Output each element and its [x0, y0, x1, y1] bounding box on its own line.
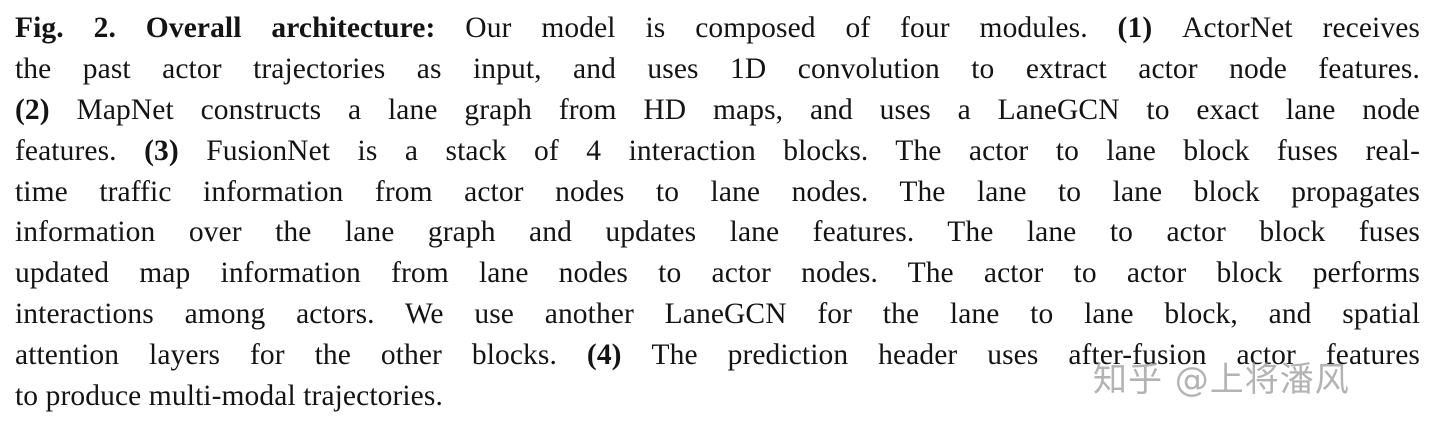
caption-line-10-seg-1: to produce multi-modal trajectories.	[15, 380, 443, 413]
caption-line-9: attention layers for the other blocks. (…	[15, 335, 1420, 376]
caption-line-7-seg-1: updated map information from lane nodes …	[15, 257, 1420, 290]
caption-line-4-seg-1: features.	[15, 134, 145, 167]
caption-line-6-seg-1: information over the lane graph and upda…	[15, 216, 1420, 249]
caption-line-9-seg-3: The prediction header uses after-fusion …	[651, 339, 1420, 372]
caption-line-2-seg-1: the past actor trajectories as input, an…	[15, 52, 1420, 85]
caption-line-3-seg-2: MapNet constructs a lane graph from HD m…	[76, 93, 1420, 126]
caption-line-10: to produce multi-modal trajectories.	[15, 376, 1420, 417]
caption-line-1-seg-2: Our model is composed of four modules.	[465, 12, 1118, 44]
caption-line-5-seg-1: time traffic information from actor node…	[15, 175, 1420, 208]
caption-line-8: interactions among actors. We use anothe…	[15, 294, 1420, 335]
caption-line-1: Fig. 2. Overall architecture: Our model …	[15, 8, 1420, 49]
caption-line-9-seg-1: attention layers for the other blocks.	[15, 339, 587, 372]
caption-line-4: features. (3) FusionNet is a stack of 4 …	[15, 131, 1420, 172]
caption-line-1-seg-1: Fig. 2. Overall architecture:	[15, 12, 466, 44]
caption-line-4-seg-2: (3)	[144, 134, 207, 167]
caption-line-4-seg-3: FusionNet is a stack of 4 interaction bl…	[206, 134, 1420, 167]
caption-line-5: time traffic information from actor node…	[15, 172, 1420, 213]
caption-line-8-seg-1: interactions among actors. We use anothe…	[15, 298, 1420, 331]
caption-line-1-seg-3: (1)	[1117, 12, 1183, 44]
caption-line-2: the past actor trajectories as input, an…	[15, 49, 1420, 90]
caption-line-3-seg-1: (2)	[15, 93, 77, 126]
caption-line-9-seg-2: (4)	[586, 339, 652, 372]
caption-line-7: updated map information from lane nodes …	[15, 253, 1420, 294]
caption-line-6: information over the lane graph and upda…	[15, 212, 1420, 253]
figure-caption: Fig. 2. Overall architecture: Our model …	[15, 8, 1420, 417]
caption-line-1-seg-4: ActorNet receives	[1182, 12, 1420, 44]
caption-line-3: (2) MapNet constructs a lane graph from …	[15, 90, 1420, 131]
